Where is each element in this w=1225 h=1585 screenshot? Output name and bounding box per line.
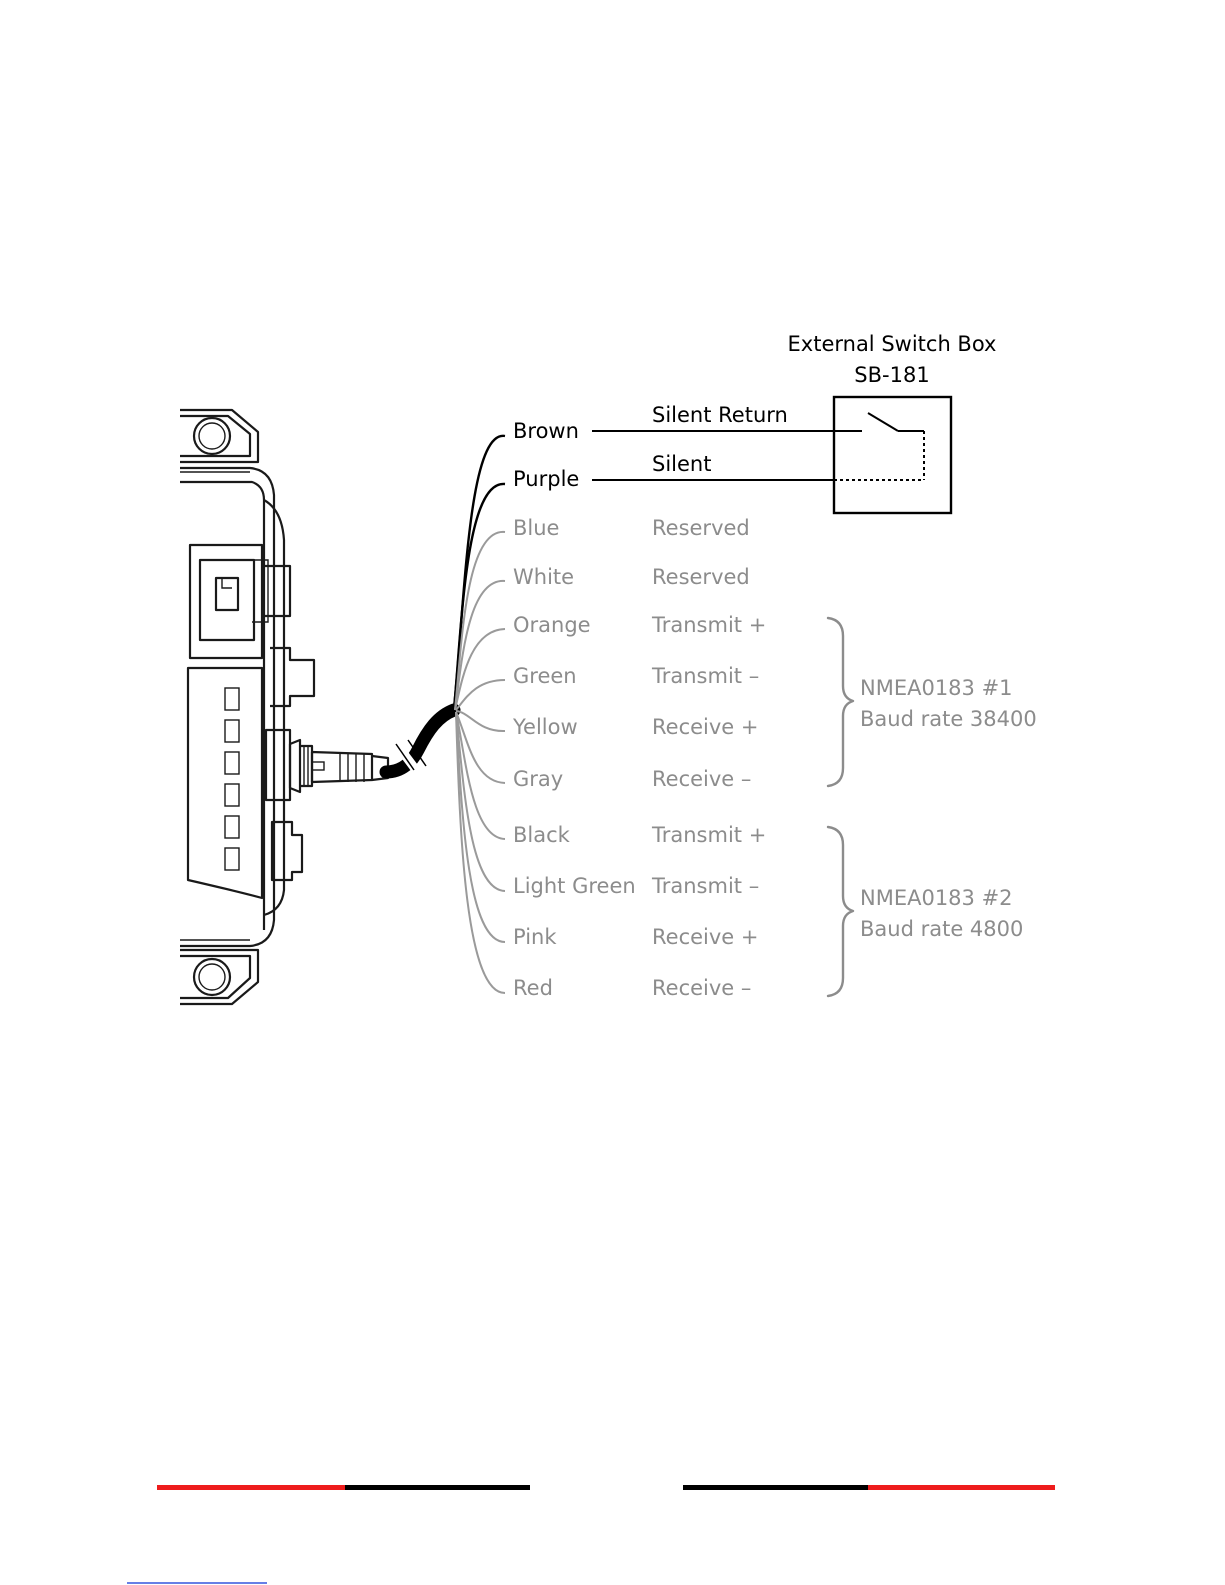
switch-contact-icon <box>868 413 898 431</box>
wire-yellow <box>456 711 505 731</box>
wire-function-label: Transmit – <box>651 664 759 688</box>
wire-function-label: Transmit + <box>651 613 766 637</box>
wire-function-label: Receive + <box>652 925 759 949</box>
wire-color-label: Purple <box>513 467 579 491</box>
wire-pink <box>456 712 505 942</box>
footer-bar <box>157 1485 1055 1490</box>
wire-color-label: Gray <box>513 767 563 791</box>
wire-color-label: Brown <box>513 419 579 443</box>
wire-color-label: Orange <box>513 613 591 637</box>
wire-function-label: Receive – <box>652 767 751 791</box>
wire-function-label: Silent <box>652 452 711 476</box>
group-name: NMEA0183 #2 <box>860 886 1013 910</box>
wire-color-label: Black <box>513 823 571 847</box>
group-detail: Baud rate 38400 <box>860 707 1037 731</box>
wire-function-label: Reserved <box>652 516 750 540</box>
switch-box-model: SB-181 <box>854 363 929 387</box>
wire-color-label: Pink <box>513 925 557 949</box>
connector-slots <box>225 688 239 870</box>
switch-box <box>834 397 951 513</box>
wire-color-label: White <box>513 565 574 589</box>
wire-bundle <box>454 436 505 993</box>
wire-function-label: Receive + <box>652 715 759 739</box>
group-name: NMEA0183 #1 <box>860 676 1013 700</box>
wire-color-label: Light Green <box>513 874 636 898</box>
wire-function-label: Transmit – <box>651 874 759 898</box>
group-brace <box>828 618 853 786</box>
device-unit <box>180 410 314 1004</box>
group-detail: Baud rate 4800 <box>860 917 1023 941</box>
wire-function-label: Reserved <box>652 565 750 589</box>
wire-color-label: Red <box>513 976 553 1000</box>
group-brace <box>828 827 853 996</box>
wire-color-label: Yellow <box>512 715 578 739</box>
wire-function-label: Receive – <box>652 976 751 1000</box>
switch-box-title: External Switch Box <box>788 332 997 356</box>
cable-trunk <box>386 710 454 772</box>
wire-color-label: Blue <box>513 516 559 540</box>
wire-function-label: Transmit + <box>651 823 766 847</box>
wire-color-label: Green <box>513 664 577 688</box>
wire-green <box>456 680 505 710</box>
wire-function-label: Silent Return <box>652 403 788 427</box>
cable-connector <box>290 740 388 792</box>
